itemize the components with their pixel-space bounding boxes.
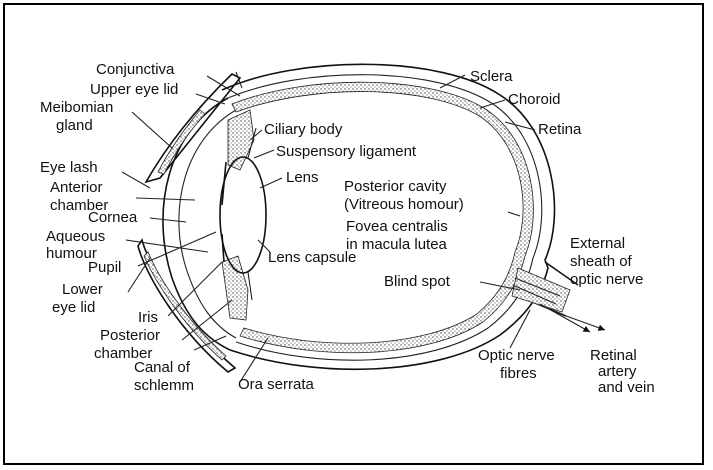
label-canal-of-schlemm-1: Canal of — [134, 359, 191, 376]
label-cornea: Cornea — [88, 209, 138, 226]
label-lower-eye-lid-1: Lower — [62, 281, 103, 298]
label-aqueous-humour-1: Aqueous — [46, 228, 105, 245]
label-meibomian-gland-1: Meibomian — [40, 99, 113, 116]
label-posterior-cavity-2: (Vitreous homour) — [344, 196, 464, 213]
ciliary-and-iris — [222, 110, 254, 320]
label-pupil: Pupil — [88, 259, 121, 276]
optic-nerve-bundle — [512, 268, 570, 312]
label-external-sheath-1: External — [570, 235, 625, 252]
label-retina: Retina — [538, 121, 582, 138]
sclera-outline — [222, 64, 555, 369]
lens-shape — [220, 157, 266, 273]
cornea-structure — [163, 98, 236, 350]
label-fovea-centralis-1: Fovea centralis — [346, 218, 448, 235]
label-lower-eye-lid-2: eye lid — [52, 299, 95, 316]
label-posterior-chamber-1: Posterior — [100, 327, 160, 344]
eyeball-layers — [222, 64, 555, 369]
label-lens: Lens — [286, 169, 319, 186]
label-suspensory-ligament: Suspensory ligament — [276, 143, 417, 160]
label-blind-spot: Blind spot — [384, 273, 451, 290]
label-choroid: Choroid — [508, 91, 561, 108]
label-meibomian-gland-2: gland — [56, 117, 93, 134]
label-optic-nerve-fibres-1: Optic nerve — [478, 347, 555, 364]
label-optic-nerve-fibres-2: fibres — [500, 365, 537, 382]
label-posterior-cavity-1: Posterior cavity — [344, 178, 447, 195]
label-retinal-artery-2: artery — [598, 363, 637, 380]
label-retinal-artery-3: and vein — [598, 379, 655, 396]
label-ciliary-body: Ciliary body — [264, 121, 343, 138]
label-retinal-artery-1: Retinal — [590, 347, 637, 364]
label-anterior-chamber-1: Anterior — [50, 179, 103, 196]
label-conjunctiva: Conjunctiva — [96, 61, 175, 78]
label-external-sheath-2: sheath of — [570, 253, 633, 270]
label-external-sheath-3: optic nerve — [570, 271, 643, 288]
label-upper-eye-lid: Upper eye lid — [90, 81, 178, 98]
label-fovea-centralis-2: in macula lutea — [346, 236, 448, 253]
label-ora-serrata: Ora serrata — [238, 376, 315, 393]
label-sclera: Sclera — [470, 68, 513, 85]
label-lens-capsule: Lens capsule — [268, 249, 356, 266]
label-iris: Iris — [138, 309, 158, 326]
label-canal-of-schlemm-2: schlemm — [134, 377, 194, 394]
ciliary-body-lower — [222, 256, 248, 320]
label-eye-lash: Eye lash — [40, 159, 98, 176]
